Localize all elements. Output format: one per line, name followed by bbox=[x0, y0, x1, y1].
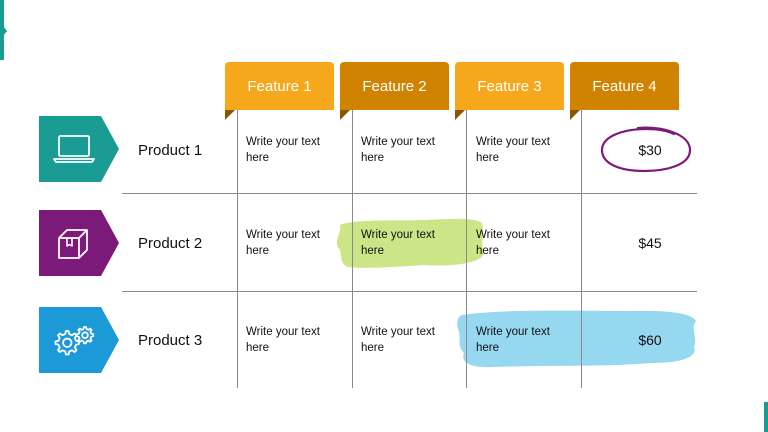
box-icon bbox=[58, 229, 88, 259]
feature-header-label: Feature 1 bbox=[247, 77, 312, 95]
row-3-feature-2-text: Write your text here bbox=[361, 326, 435, 354]
gears-icon bbox=[54, 326, 95, 356]
feature-header-label: Feature 2 bbox=[362, 77, 427, 95]
row-2-feature-3-text: Write your text here bbox=[476, 229, 550, 257]
row-3-price: $60 bbox=[638, 332, 662, 348]
row-2-price: $45 bbox=[638, 235, 662, 251]
blue-brush-highlight bbox=[457, 310, 696, 368]
tab-fold bbox=[340, 110, 350, 120]
slide-edge-accent-right bbox=[764, 402, 768, 432]
feature-header-3: Feature 3 bbox=[455, 62, 564, 120]
grid-row-divider bbox=[122, 193, 697, 194]
product-2-badge bbox=[39, 210, 119, 276]
tab-fold bbox=[455, 110, 465, 120]
product-1-label: Product 1 bbox=[138, 142, 203, 159]
feature-header-label: Feature 3 bbox=[477, 77, 542, 95]
feature-header-2: Feature 2 bbox=[340, 62, 449, 120]
grid-column-divider bbox=[581, 110, 582, 388]
grid-column-divider bbox=[352, 110, 353, 388]
row-2-feature-2-text: Write your text here bbox=[361, 229, 435, 257]
feature-header-1: Feature 1 bbox=[225, 62, 334, 120]
row-1-feature-3-text: Write your text here bbox=[476, 136, 550, 164]
grid-column-divider bbox=[237, 110, 238, 388]
slide-edge-arrow-left bbox=[0, 22, 7, 40]
product-3-label: Product 3 bbox=[138, 332, 203, 349]
tab-fold bbox=[225, 110, 235, 120]
row-3-feature-1-text: Write your text here bbox=[246, 326, 320, 354]
product-2-label: Product 2 bbox=[138, 235, 203, 252]
row-1-feature-1-text: Write your text here bbox=[246, 136, 320, 164]
feature-header-label: Feature 4 bbox=[592, 77, 657, 95]
row-1-feature-2-text: Write your text here bbox=[361, 136, 435, 164]
laptop-icon bbox=[53, 135, 95, 163]
circle-highlight bbox=[600, 126, 692, 173]
grid-row-divider bbox=[122, 291, 697, 292]
row-1-price: $30 bbox=[638, 142, 662, 158]
tab-fold bbox=[570, 110, 580, 120]
green-brush-highlight bbox=[336, 218, 484, 268]
feature-header-4: Feature 4 bbox=[570, 62, 679, 120]
row-2-feature-1-text: Write your text here bbox=[246, 229, 320, 257]
row-3-feature-3-text: Write your text here bbox=[476, 326, 550, 354]
grid-column-divider bbox=[466, 110, 467, 388]
product-3-badge bbox=[39, 307, 119, 373]
product-1-badge bbox=[39, 116, 119, 182]
